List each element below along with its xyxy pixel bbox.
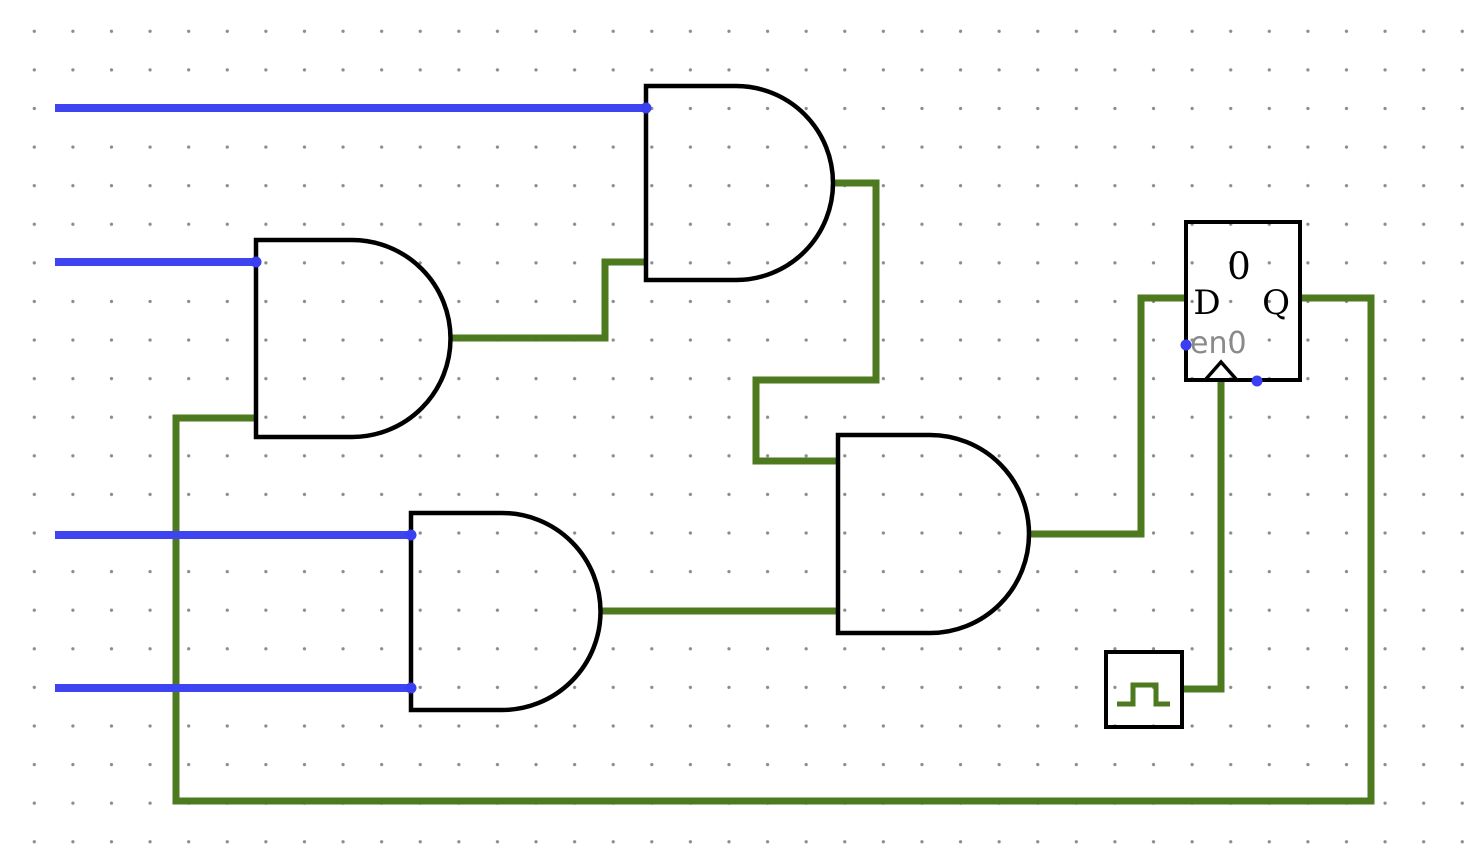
pin-layer	[250, 102, 1263, 694]
pin-and-top-in1[interactable]	[640, 102, 652, 114]
pin-and-left-in1[interactable]	[250, 256, 262, 268]
d-flip-flop[interactable]: 0 D Q en0	[1184, 220, 1302, 382]
wire-and-right-to-ff-d[interactable]	[1029, 294, 1186, 538]
wire-and-top-to-and-right[interactable]	[752, 179, 880, 465]
wire-and-left-to-and-top[interactable]	[450, 258, 646, 342]
clock-body[interactable]	[1104, 650, 1184, 729]
pin-and-bottom-in1[interactable]	[405, 529, 417, 541]
flip-flop-q-label: Q	[1262, 283, 1290, 323]
wire-layer-active	[172, 179, 1375, 805]
flip-flop-body[interactable]	[1184, 220, 1302, 382]
wire-layer-inputs	[55, 104, 646, 692]
and-gate-left[interactable]	[253, 237, 453, 440]
clock-waveform-icon	[1117, 682, 1170, 707]
flip-flop-clock-triangle-icon	[1204, 359, 1238, 381]
wire-clock-to-ff-clk[interactable]	[1182, 381, 1225, 693]
pin-ff-aux-out[interactable]	[1251, 375, 1263, 387]
flip-flop-enable-label: en0	[1190, 326, 1247, 361]
and-gate-top[interactable]	[643, 83, 836, 283]
and-gate-right[interactable]	[835, 432, 1032, 636]
clock-component[interactable]	[1104, 650, 1184, 729]
pin-ff-enable[interactable]	[1180, 339, 1192, 351]
wire-ff-q-feedback[interactable]	[172, 294, 1375, 805]
flip-flop-d-label: D	[1193, 283, 1220, 323]
pin-and-bottom-in2[interactable]	[405, 682, 417, 694]
and-gate-bottom[interactable]	[408, 510, 603, 713]
flip-flop-state-value: 0	[1227, 245, 1251, 288]
